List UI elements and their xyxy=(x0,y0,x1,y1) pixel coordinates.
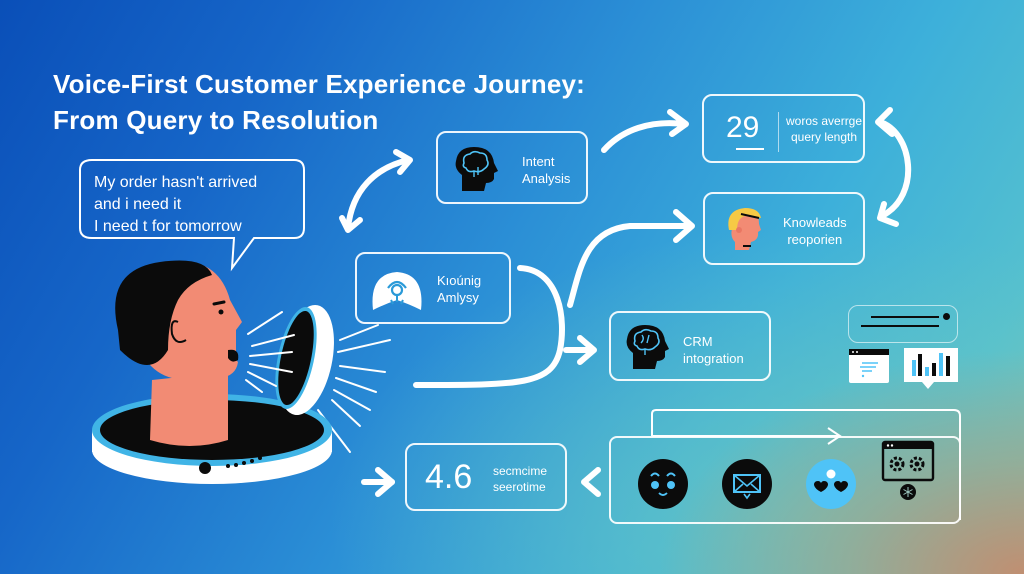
metric-divider xyxy=(778,112,779,152)
input-bar-widget xyxy=(848,305,958,343)
settings-window-icon[interactable] xyxy=(881,440,937,502)
arrow-speech-to-knowledge xyxy=(567,223,693,308)
person-head-icon xyxy=(728,208,761,250)
mail-icon[interactable] xyxy=(717,454,777,514)
smart-speaker-icon xyxy=(275,304,334,416)
node-crm-integration[interactable]: CRM intogration xyxy=(609,311,771,381)
brain-head-icon xyxy=(626,325,669,369)
node-intent-analysis[interactable]: Intent Analysis xyxy=(436,131,588,204)
resolution-channels-panel xyxy=(609,436,961,524)
happy-face-icon[interactable] xyxy=(633,454,693,514)
sound-wave-icon xyxy=(372,272,422,310)
metric-value: 4.6 xyxy=(425,458,473,496)
metric-response-time[interactable]: 4.6 secmcime seerotime xyxy=(405,443,567,511)
arrow-bubble-to-intent xyxy=(345,157,411,231)
metric-underline xyxy=(736,148,764,150)
arrow-speech-loop xyxy=(413,265,565,388)
metric-value: 29 xyxy=(726,111,760,144)
arrow-channels-to-time xyxy=(581,467,601,497)
title-line-1: Voice-First Customer Experience Journey: xyxy=(53,69,586,99)
hearts-icon[interactable] xyxy=(801,454,861,514)
metric-query-length[interactable]: 29 woros averrge query length xyxy=(702,94,865,163)
speech-bubble xyxy=(79,159,305,272)
node-speech-analysis[interactable]: Kıoúnig Amlysy xyxy=(355,252,511,324)
brain-head-icon xyxy=(455,147,498,191)
node-knowledge-retrieval[interactable]: Knowleads reoporien xyxy=(703,192,865,265)
diagram-title: Voice-First Customer Experience Journey:… xyxy=(53,66,585,138)
smart-speaker-base-icon xyxy=(92,394,332,484)
arrow-intent-to-metric xyxy=(601,120,687,153)
title-line-2: From Query to Resolution xyxy=(53,105,379,135)
record-dot-icon xyxy=(943,313,950,320)
arrow-metric-to-knowledge xyxy=(877,119,911,219)
speech-bubble-text: My order hasn't arrived and i need it I … xyxy=(94,174,258,235)
